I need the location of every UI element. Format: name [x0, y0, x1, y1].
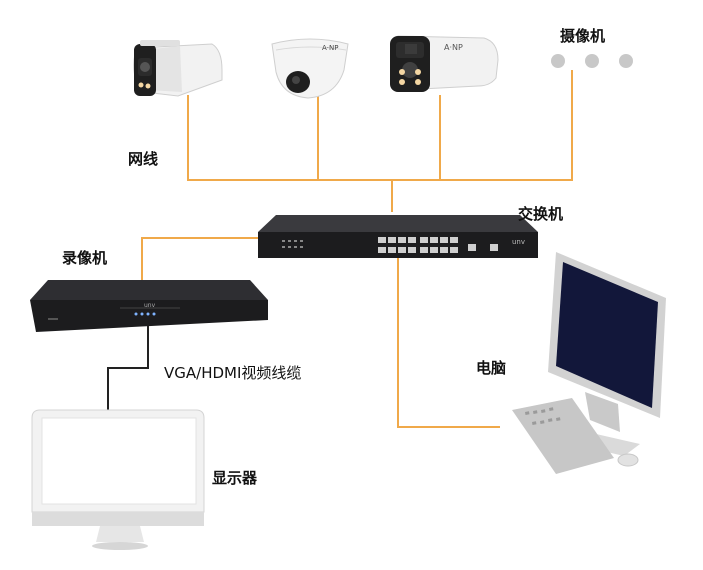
video-cable-line — [107, 322, 149, 410]
nvr-label: 录像机 — [62, 249, 108, 267]
nvr-recorder-icon: unv — [30, 280, 268, 332]
cameras-label: 摄像机 — [560, 27, 606, 45]
switch-to-pc-line — [397, 250, 500, 428]
pc-computer-icon — [512, 252, 666, 474]
computer-label: 电脑 — [476, 359, 507, 377]
dome-camera-icon: A·NP — [271, 38, 349, 99]
switch-label: 交换机 — [518, 205, 564, 223]
network-switch-icon: unv — [258, 215, 538, 258]
nvr-to-switch-line — [141, 237, 258, 280]
device-logo-text: unv — [144, 302, 156, 309]
network-cable-label: 网线 — [128, 150, 159, 168]
bullet-camera-icon: A·NP — [390, 35, 499, 92]
network-cables — [141, 70, 573, 428]
desktop-monitor-icon — [31, 409, 205, 550]
camera-logo-text: A·NP — [322, 44, 338, 52]
bullet-camera-icon — [133, 40, 223, 97]
camera-logo-text: A·NP — [444, 43, 463, 52]
more-cameras-dots-icon — [551, 54, 633, 68]
video-cable-label: VGA/HDMI视频线缆 — [164, 364, 302, 382]
device-logo-text: unv — [512, 238, 525, 246]
camera-bus-line — [187, 70, 573, 181]
display-label: 显示器 — [212, 469, 258, 487]
